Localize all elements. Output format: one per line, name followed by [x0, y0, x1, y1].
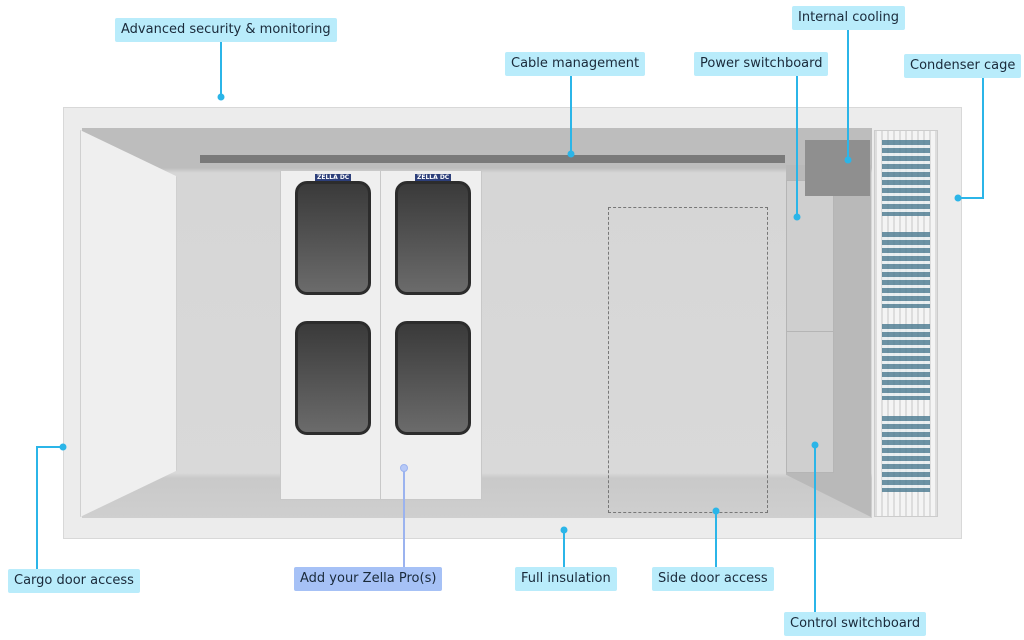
label-add-zella[interactable]: Add your Zella Pro(s) [294, 567, 443, 591]
label-internal-cooling: Internal cooling [792, 6, 906, 30]
cargo-door [80, 130, 177, 517]
cooling-unit [805, 140, 870, 196]
cabinet-logo: ZELLA DC [415, 174, 452, 181]
cabinet-window-bottom [395, 321, 471, 435]
cabinet-window-top [395, 181, 471, 295]
label-condenser-cage: Condenser cage [904, 54, 1022, 78]
side-door-outline [608, 207, 768, 513]
cabinet-window-bottom [295, 321, 371, 435]
label-power-switchboard: Power switchboard [694, 52, 829, 76]
label-security: Advanced security & monitoring [115, 18, 337, 42]
condenser-unit [882, 416, 930, 492]
label-side-door: Side door access [652, 567, 774, 591]
label-cable-management: Cable management [505, 52, 646, 76]
cabinet-window-top [295, 181, 371, 295]
label-control-switchboard: Control switchboard [784, 612, 927, 636]
zella-cabinet: ZELLA DC [380, 170, 482, 500]
label-full-insulation: Full insulation [515, 567, 617, 591]
label-cargo-door: Cargo door access [8, 569, 140, 593]
cable-tray [200, 155, 785, 163]
control-switchboard [786, 331, 834, 473]
zella-cabinet: ZELLA DC [280, 170, 382, 500]
condenser-unit [882, 140, 930, 216]
cabinet-logo: ZELLA DC [315, 174, 352, 181]
condenser-unit [882, 324, 930, 400]
condenser-unit [882, 232, 930, 308]
